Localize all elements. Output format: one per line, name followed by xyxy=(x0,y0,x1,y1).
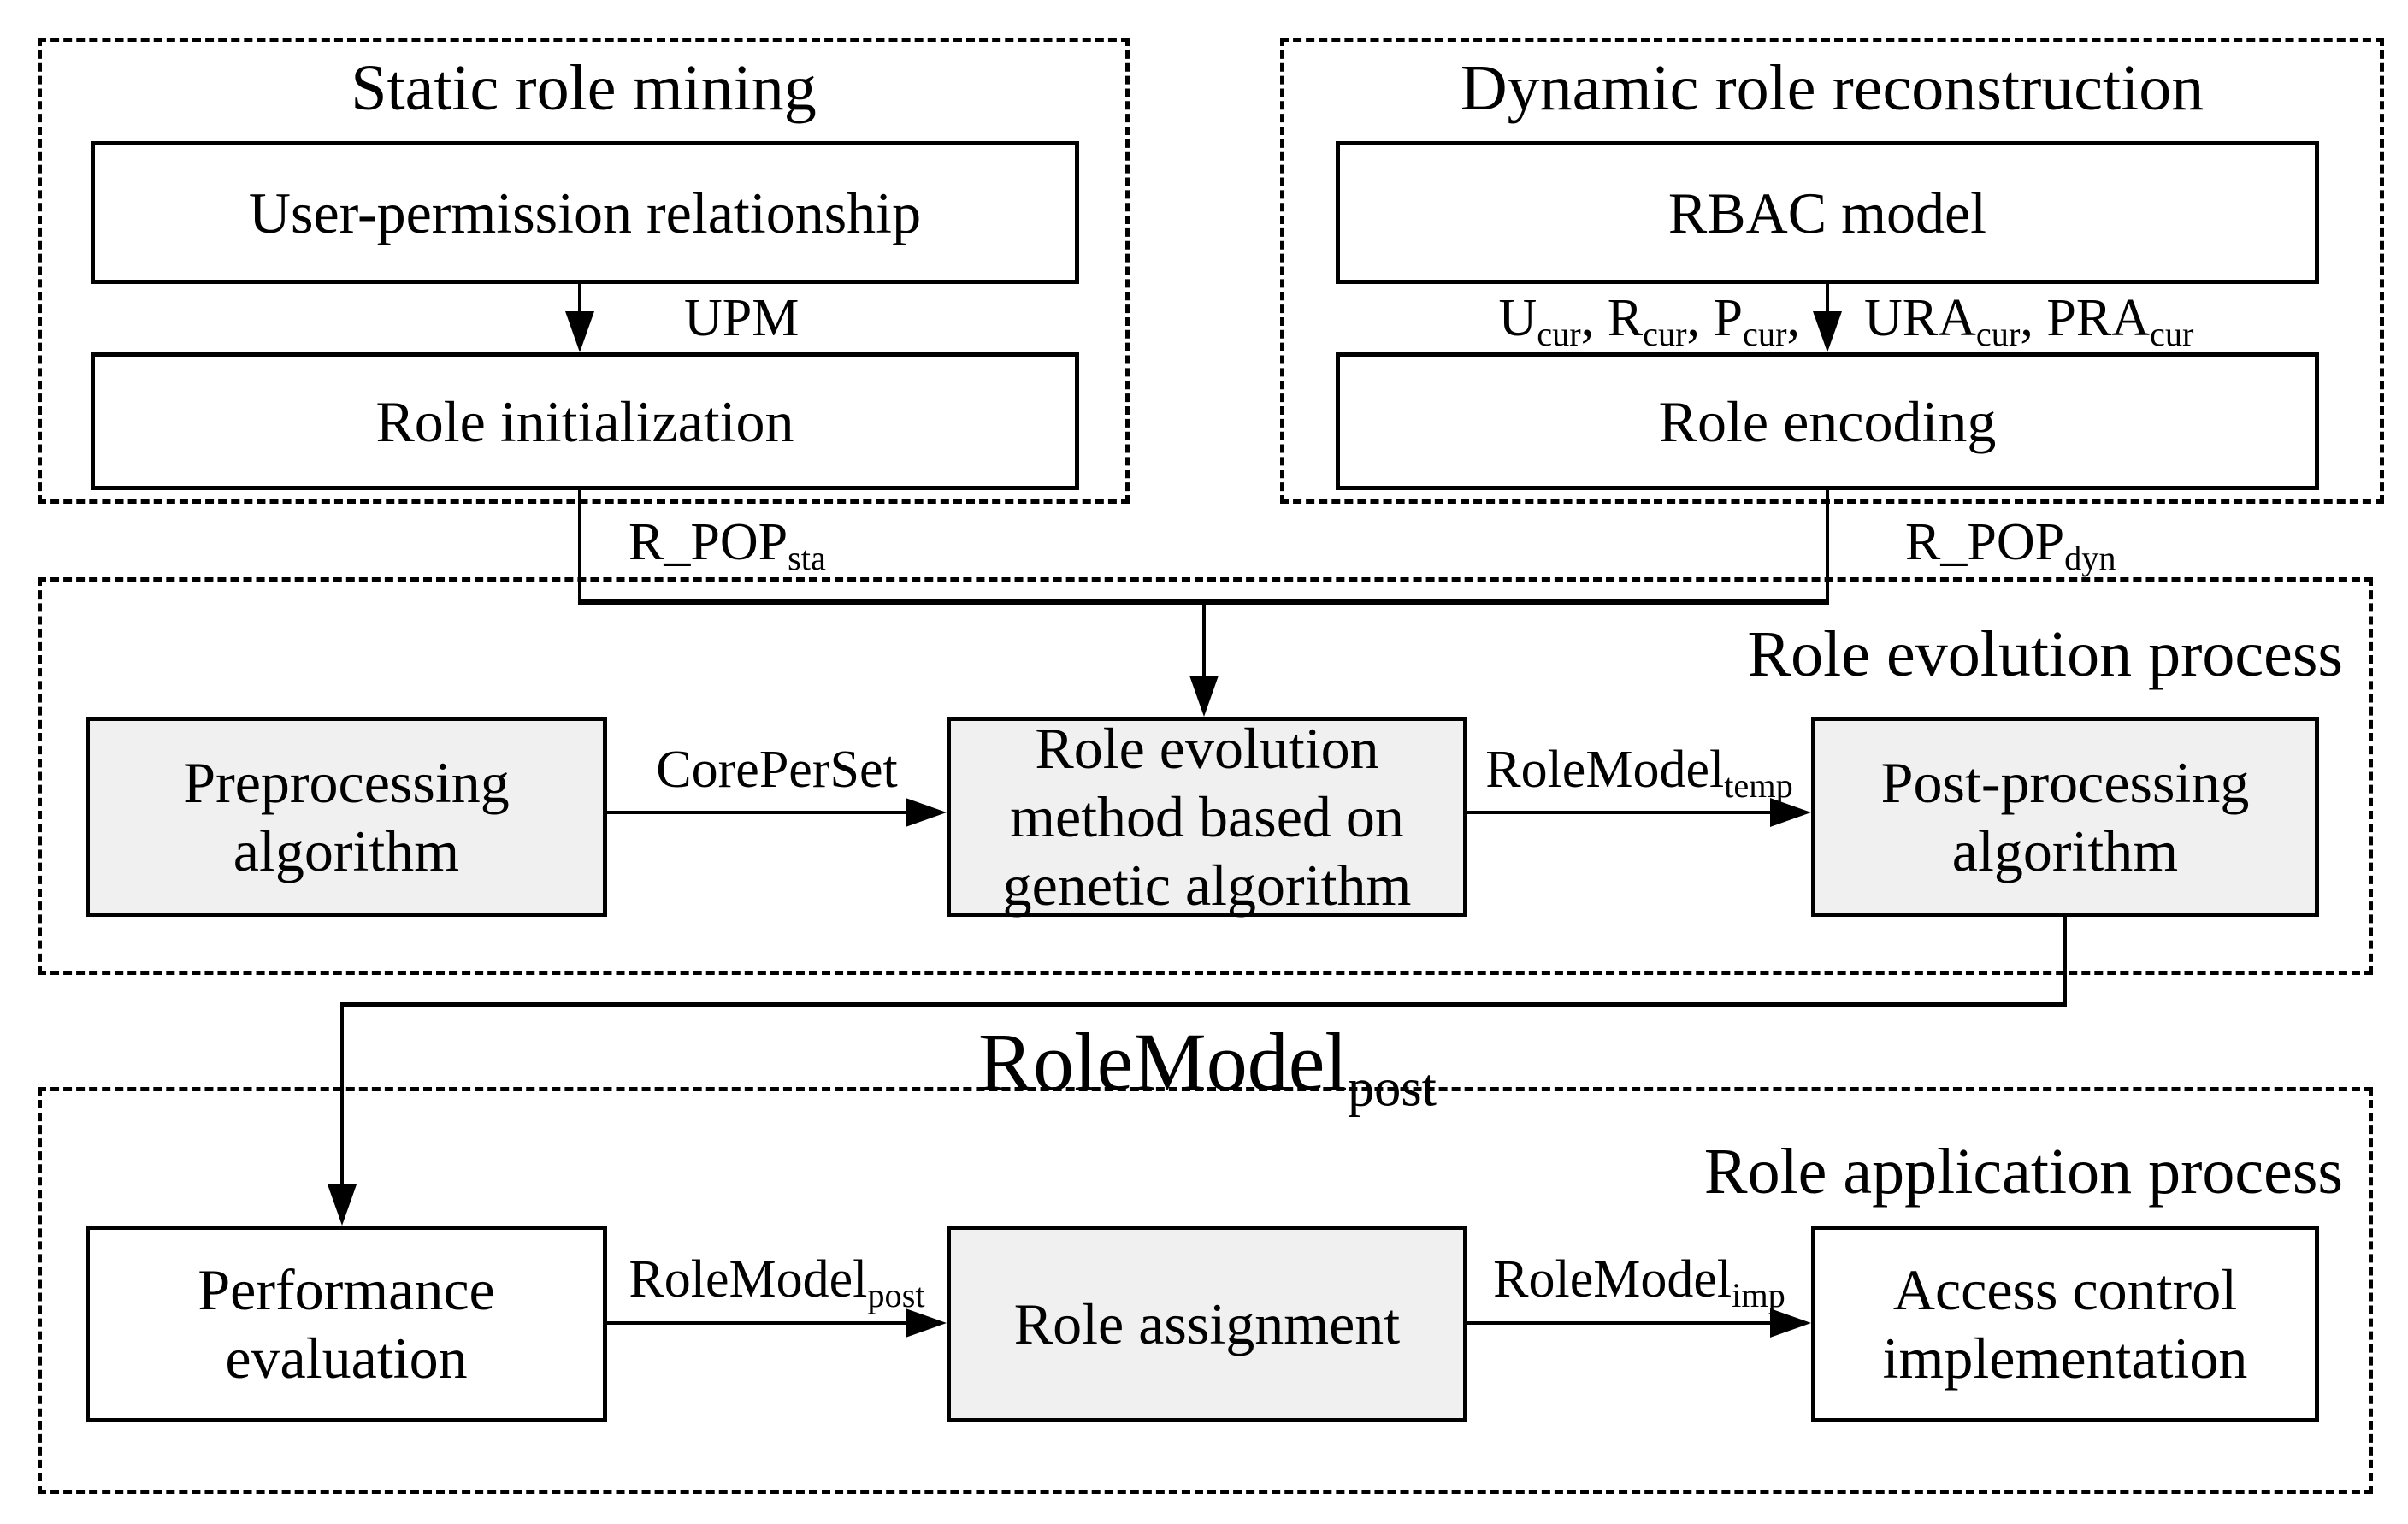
node-access-control-implementation: Access control implementation xyxy=(1811,1226,2319,1422)
node-rbac-model: RBAC model xyxy=(1336,141,2319,284)
node-user-permission-relationship: User-permission relationship xyxy=(91,141,1079,284)
edge-rbac-shaft xyxy=(1826,284,1829,315)
edge-upm-shaft xyxy=(578,284,581,315)
node-label: Performance evaluation xyxy=(198,1257,495,1391)
group-dynamic-role-reconstruction xyxy=(1280,38,2384,504)
edge-label-rbac-outputs-left: Ucur, Rcur, Pcur, xyxy=(1498,289,1800,354)
group-title-role-evolution-process: Role evolution process xyxy=(1747,618,2343,690)
arrowhead-right-rolemodel-post xyxy=(906,1308,947,1338)
edge-label-text: RoleModelpost xyxy=(978,1016,1437,1118)
arrowhead-down-upm xyxy=(565,311,594,352)
edge-label-rolemodel-temp: RoleModeltemp xyxy=(1467,737,1811,806)
edge-label-rpop-sta: R_POPsta xyxy=(629,513,826,578)
node-label: Role evolution method based on genetic a… xyxy=(1002,716,1412,918)
edge-label-rpop-dyn: R_POPdyn xyxy=(1905,513,2116,578)
node-label: Access control implementation xyxy=(1882,1257,2248,1391)
edge-label-text: RoleModelimp xyxy=(1493,1250,1785,1315)
node-label: Preprocessing algorithm xyxy=(183,750,510,883)
edge-label-rolemodel-post: RoleModelpost xyxy=(607,1247,947,1315)
edge-label-text: RoleModeltemp xyxy=(1485,741,1793,806)
group-role-application-process xyxy=(38,1087,2373,1494)
node-postprocessing-algorithm: Post-processing algorithm xyxy=(1811,717,2319,917)
edge-merge-shaft xyxy=(1202,605,1206,677)
node-label: RBAC model xyxy=(1667,180,1987,245)
edge-postroute-vline-right xyxy=(2063,917,2067,1007)
edge-rolemodel-temp-shaft xyxy=(1467,811,1770,814)
arrowhead-right-coreperset xyxy=(906,798,947,827)
node-role-assignment: Role assignment xyxy=(947,1226,1467,1422)
edge-label-rbac-outputs-right: URAcur, PRAcur xyxy=(1864,289,2194,354)
node-label: Role assignment xyxy=(1013,1291,1401,1356)
arrowhead-down-rbac xyxy=(1813,311,1842,352)
edge-rpop-dyn-vline xyxy=(1826,490,1829,605)
node-label: Role encoding xyxy=(1658,388,1997,454)
arrowhead-down-postroute xyxy=(328,1184,357,1226)
edge-label-text: RoleModelpost xyxy=(629,1250,925,1315)
node-performance-evaluation: Performance evaluation xyxy=(86,1226,607,1422)
group-title-role-application-process: Role application process xyxy=(1703,1136,2343,1208)
edge-label-rolemodel-imp: RoleModelimp xyxy=(1467,1247,1811,1315)
group-role-evolution-process xyxy=(38,577,2373,975)
edge-rolemodel-post-shaft xyxy=(607,1321,908,1325)
edge-postroute-vline-left xyxy=(340,1007,344,1186)
edge-label-upm: UPM xyxy=(684,289,800,347)
edge-rolemodel-imp-shaft xyxy=(1467,1321,1770,1325)
arrowhead-right-rolemodel-imp xyxy=(1770,1308,1811,1338)
edge-label-coreperset: CorePerSet xyxy=(607,737,947,802)
node-label: Role initialization xyxy=(375,388,794,454)
group-title-dynamic-role-reconstruction: Dynamic role reconstruction xyxy=(1460,52,2204,124)
edge-rpop-sta-vline xyxy=(578,490,581,605)
edge-label-rolemodel-post-route: RoleModelpost xyxy=(780,1014,1635,1118)
node-role-evolution-method: Role evolution method based on genetic a… xyxy=(947,716,1467,918)
arrowhead-down-merge xyxy=(1189,676,1219,717)
arrowhead-right-rolemodel-temp xyxy=(1770,798,1811,827)
node-role-initialization: Role initialization xyxy=(91,352,1079,490)
group-static-role-mining xyxy=(38,38,1130,504)
node-label: Post-processing algorithm xyxy=(1880,750,2250,883)
node-role-encoding: Role encoding xyxy=(1336,352,2319,490)
node-label: User-permission relationship xyxy=(248,180,922,245)
node-preprocessing-algorithm: Preprocessing algorithm xyxy=(86,717,607,917)
edge-label-text: CorePerSet xyxy=(656,741,898,799)
group-title-static-role-mining: Static role mining xyxy=(351,52,817,124)
edge-merge-hline xyxy=(578,599,1829,605)
edge-coreperset-shaft xyxy=(607,811,908,814)
edge-postroute-hline xyxy=(340,1002,2067,1007)
